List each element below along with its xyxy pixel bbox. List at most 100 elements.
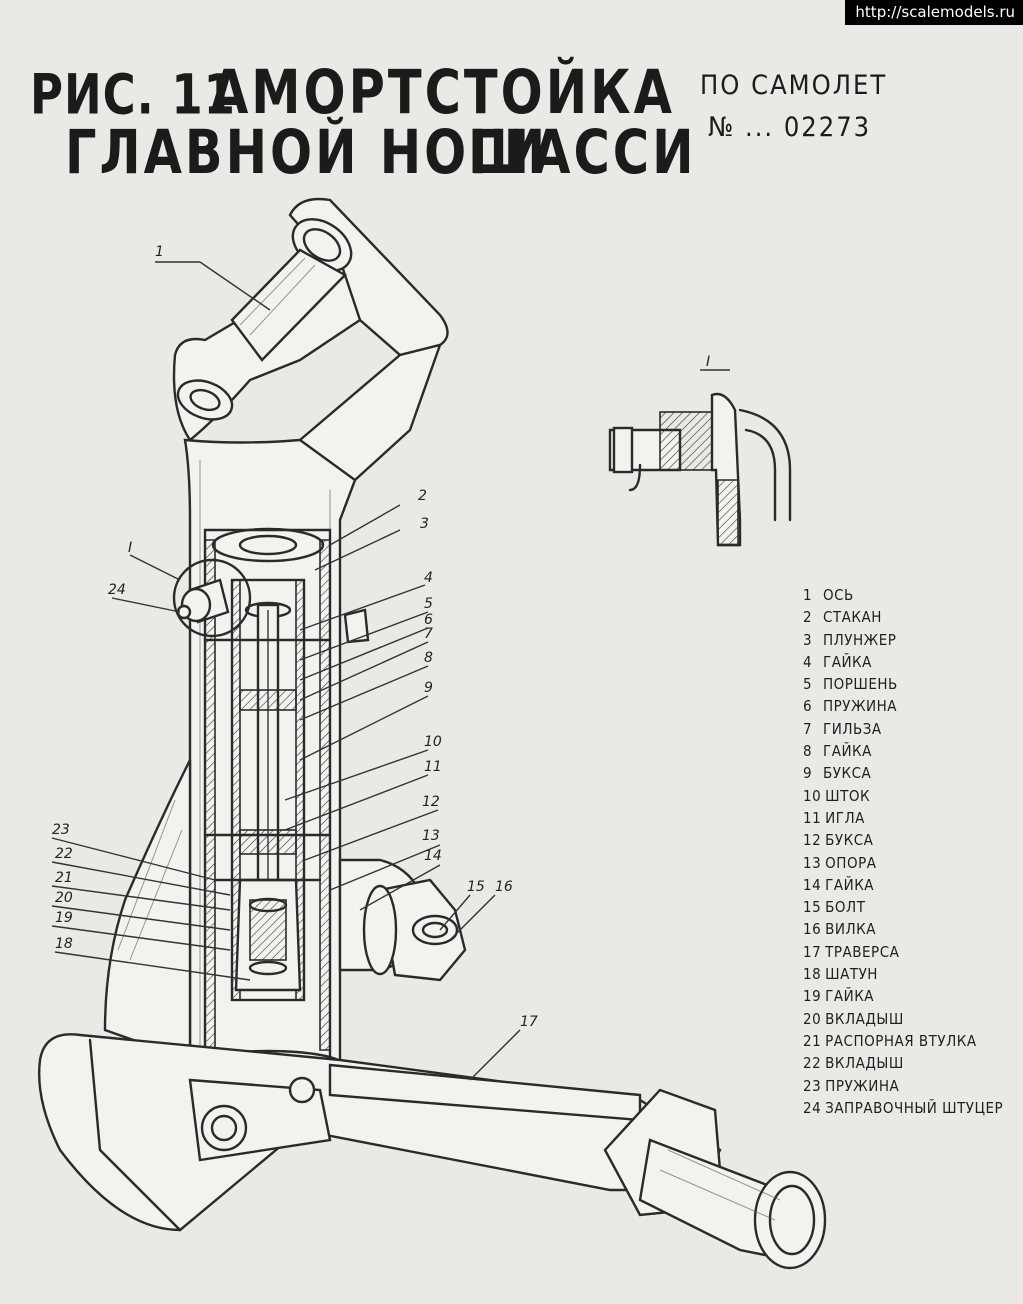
legend-item-number: 5 <box>803 675 813 694</box>
legend-item-label: ПРУЖИНА <box>825 1076 900 1095</box>
callout-2: 2 <box>418 488 427 504</box>
legend-item-number: 7 <box>803 719 813 738</box>
legend-item-number: 16 <box>803 920 822 939</box>
legend-item-number: 19 <box>803 987 822 1006</box>
aircraft-number: № ... 02273 <box>708 112 872 143</box>
callout-18: 18 <box>55 936 73 952</box>
callout-17: 17 <box>520 1014 538 1030</box>
filler-valve <box>172 558 370 644</box>
legend-item-label: ОПОРА <box>825 853 877 872</box>
legend-item-number: 17 <box>803 942 822 961</box>
legend-item-number: 22 <box>803 1054 822 1073</box>
legend-item-number: 9 <box>803 764 813 783</box>
detail-I-view <box>608 392 792 547</box>
legend-item-label: БОЛТ <box>825 898 866 917</box>
legend-item-label: ГАЙКА <box>825 875 875 894</box>
callout-13: 13 <box>422 828 440 844</box>
legend-item-label: ПЛУНЖЕР <box>823 630 897 649</box>
legend-item: 7 ГИЛЬЗА <box>803 718 1003 740</box>
watermark-url[interactable]: http://scalemodels.ru <box>845 0 1023 25</box>
legend-item: 2 СТАКАН <box>803 606 1003 628</box>
legend-item-label: ВКЛАДЫШ <box>825 1054 904 1073</box>
callout-8: 8 <box>424 650 433 666</box>
legend-item-label: ПРУЖИНА <box>823 697 898 716</box>
title-line-1: АМОРТСТОЙКА <box>210 56 675 128</box>
legend-item-number: 10 <box>803 786 822 805</box>
figure-number: РИС. 11 <box>30 63 236 127</box>
legend-item-label: ГАЙКА <box>823 742 872 761</box>
legend-item-label: ШАТУН <box>825 965 878 984</box>
legend-item-number: 1 <box>803 586 813 604</box>
callout-3: 3 <box>420 516 429 532</box>
traverse-beam <box>38 1033 827 1270</box>
legend-item-label: ТРАВЕРСА <box>825 942 900 961</box>
legend-item: 6 ПРУЖИНА <box>803 695 1003 717</box>
legend-item-label: ВКЛАДЫШ <box>825 1009 904 1028</box>
legend-item-number: 24 <box>803 1098 822 1117</box>
legend-item-label: ГАЙКА <box>823 652 872 671</box>
callout-11: 11 <box>424 759 442 775</box>
callout-I: I <box>128 540 132 556</box>
axle-yoke <box>172 197 449 492</box>
title-line-2b: ШАССИ <box>468 116 697 188</box>
legend-item-number: 23 <box>803 1076 822 1095</box>
callout-4: 4 <box>424 570 433 586</box>
legend-item-label: БУКСА <box>823 764 872 783</box>
callout-22: 22 <box>55 846 73 862</box>
callout-6: 6 <box>424 612 433 628</box>
legend-item-number: 6 <box>803 697 813 716</box>
callout-9: 9 <box>424 680 433 696</box>
callout-19: 19 <box>55 910 73 926</box>
legend-item-number: 18 <box>803 965 822 984</box>
legend-item-number: 20 <box>803 1009 822 1028</box>
title-line-2a: ГЛАВНОЙ НОГИ <box>65 116 549 188</box>
legend-item-label: ГАЙКА <box>825 987 875 1006</box>
legend-item-label: ВИЛКА <box>825 920 876 939</box>
callout-1: 1 <box>155 244 164 260</box>
callout-23: 23 <box>52 822 70 838</box>
callout-7: 7 <box>424 626 433 642</box>
legend-item-label: ИГЛА <box>825 808 865 827</box>
legend-item-number: 13 <box>803 853 822 872</box>
legend-item-label: ШТОК <box>825 786 871 805</box>
legend-item-label: БУКСА <box>825 831 874 850</box>
callout-20: 20 <box>55 890 73 906</box>
callout-5: 5 <box>424 596 433 612</box>
legend-item-number: 14 <box>803 875 822 894</box>
callout-10: 10 <box>424 734 442 750</box>
legend-item-label: ГИЛЬЗА <box>823 719 882 738</box>
leader-lines <box>51 261 730 1081</box>
legend-item-label: ЗАПРАВОЧНЫЙ ШТУЦЕР <box>825 1098 1004 1117</box>
legend-item-label: СТАКАН <box>823 608 882 627</box>
callout-12: 12 <box>422 794 440 810</box>
callout-21: 21 <box>55 870 73 886</box>
callout-24: 24 <box>108 582 126 598</box>
legend-item-number: 8 <box>803 742 813 761</box>
legend-item-label: РАСПОРНАЯ ВТУЛКА <box>825 1031 977 1050</box>
legend-item-number: 2 <box>803 608 813 627</box>
legend-item-number: 11 <box>803 808 822 827</box>
main-cylinder <box>183 438 357 1081</box>
legend-item-number: 3 <box>803 630 813 649</box>
legend-item-number: 21 <box>803 1031 822 1050</box>
callout-15: 15 <box>467 879 485 895</box>
